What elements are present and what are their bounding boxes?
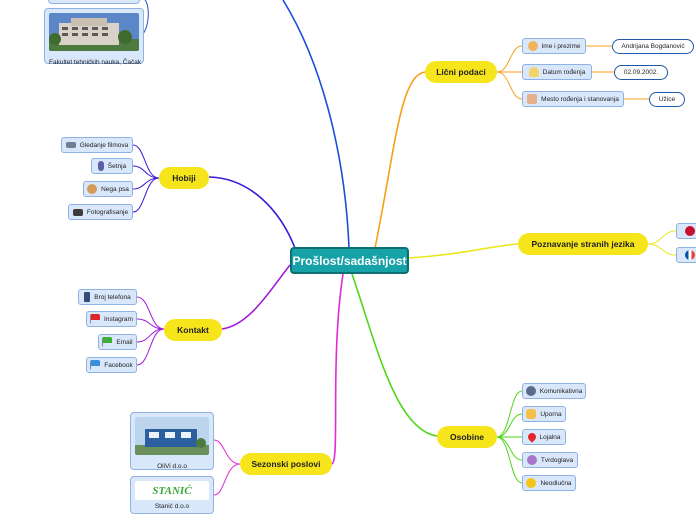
leaf-label: Uporna	[540, 410, 562, 418]
leaf-label: Nega psa	[101, 185, 129, 193]
leaf-label: Mesto rođenja i stanovanja	[541, 95, 619, 103]
woman-gesturing-icon	[526, 455, 537, 465]
leaf-neodlucna[interactable]: Neodlučna	[522, 475, 576, 491]
leaf-label: Tvrdoglava	[540, 456, 574, 464]
leaf-uporna[interactable]: Uporna	[522, 406, 566, 422]
leaf-email[interactable]: Email	[98, 334, 137, 350]
leaf-instagram[interactable]: Instagram	[86, 311, 137, 327]
flexed-arm-icon	[526, 409, 537, 419]
leaf-tvrdoglava[interactable]: Tvrdoglava	[522, 452, 578, 468]
branch-title: Kontakt	[177, 325, 209, 335]
leaf-french[interactable]	[676, 247, 696, 263]
leaf-setnja[interactable]: Šetnja	[91, 158, 133, 174]
house-icon	[527, 94, 538, 104]
branch-title: Sezonski poslovi	[251, 459, 321, 469]
central-topic[interactable]: Prošlost/sadašnjost	[290, 247, 409, 274]
green-flag-icon	[102, 337, 113, 347]
dog-icon	[87, 184, 98, 194]
branch-strani-jezici[interactable]: Poznavanje stranih jezika	[518, 233, 648, 255]
branch-title: Lični podaci	[436, 67, 486, 77]
job-stanic-card[interactable]: STANIĆ Stanić d.o.o	[130, 476, 214, 514]
branch-hobiji[interactable]: Hobiji	[159, 167, 209, 189]
baby-icon	[528, 67, 539, 77]
leaf-ime-prezime[interactable]: Ime i prezime	[522, 38, 586, 54]
value-ime-prezime[interactable]: Andrijana Bogdanović	[612, 39, 694, 54]
blue-flag-icon	[90, 360, 101, 370]
leaf-label: Datum rođenja	[542, 68, 586, 76]
walking-person-icon	[97, 161, 104, 171]
leaf-label: Ime i prezime	[541, 42, 581, 50]
value-datum-rodjenja[interactable]: 02.09.2002.	[614, 65, 668, 80]
person-icon	[527, 41, 538, 51]
camera-icon	[72, 208, 83, 216]
branch-title: Osobine	[449, 432, 484, 442]
phone-icon	[84, 292, 91, 302]
leaf-facebook[interactable]: Facebook	[86, 357, 137, 373]
leaf-label: Broj telefona	[94, 293, 131, 301]
leaf-mesto-rodjenja[interactable]: Mesto rođenja i stanovanja	[522, 91, 624, 107]
thinking-face-icon	[526, 478, 537, 488]
branch-title: Poznavanje stranih jezika	[531, 239, 635, 249]
heart-icon	[525, 431, 538, 443]
film-icon	[65, 142, 76, 148]
leaf-label: Lojalna	[539, 433, 561, 441]
branch-osobine[interactable]: Osobine	[437, 426, 497, 448]
education-card-top[interactable]	[48, 0, 140, 4]
leaf-label: Facebook	[104, 361, 133, 369]
leaf-fotografisanje[interactable]: Fotografisanje	[68, 204, 133, 220]
stanic-logo: STANIĆ	[135, 481, 209, 500]
speaking-head-icon	[525, 386, 536, 396]
leaf-broj-telefona[interactable]: Broj telefona	[78, 289, 137, 305]
leaf-lojalna[interactable]: Lojalna	[522, 429, 566, 445]
olivi-building-image	[135, 417, 209, 455]
faculty-building-image	[49, 13, 139, 51]
red-flag-icon	[90, 314, 101, 324]
job-caption: OliVi d.o.o	[157, 463, 187, 470]
leaf-label: Fotografisanje	[86, 208, 129, 216]
leaf-label: Komunikativna	[539, 387, 583, 395]
branch-kontakt[interactable]: Kontakt	[164, 319, 222, 341]
leaf-label: Šetnja	[107, 162, 127, 170]
faculty-caption: Fakultet tehničkih nauka, Čačak	[49, 59, 142, 66]
branch-sezonski-poslovi[interactable]: Sezonski poslovi	[240, 453, 332, 475]
leaf-datum-rodjenja[interactable]: Datum rođenja	[522, 64, 592, 80]
leaf-label: Email	[116, 338, 133, 346]
leaf-label: Gledanje filmova	[79, 141, 129, 149]
france-flag-icon	[685, 250, 695, 260]
uk-flag-icon	[685, 226, 695, 236]
value-mesto-rodjenja[interactable]: Užice	[649, 92, 685, 107]
leaf-komunikativna[interactable]: Komunikativna	[522, 383, 586, 399]
stanic-logo-text: STANIĆ	[152, 484, 192, 497]
job-olivi-card[interactable]: OliVi d.o.o	[130, 412, 214, 470]
education-card[interactable]: Fakultet tehničkih nauka, Čačak	[44, 8, 144, 66]
job-caption: Stanić d.o.o	[154, 503, 190, 510]
leaf-nega-psa[interactable]: Nega psa	[83, 181, 133, 197]
branch-title: Hobiji	[172, 173, 196, 183]
leaf-label: Neodlučna	[540, 479, 572, 487]
leaf-english[interactable]	[676, 223, 696, 239]
leaf-label: Instagram	[104, 315, 133, 323]
leaf-gledanje-filmova[interactable]: Gledanje filmova	[61, 137, 133, 153]
branch-licni-podaci[interactable]: Lični podaci	[425, 61, 497, 83]
